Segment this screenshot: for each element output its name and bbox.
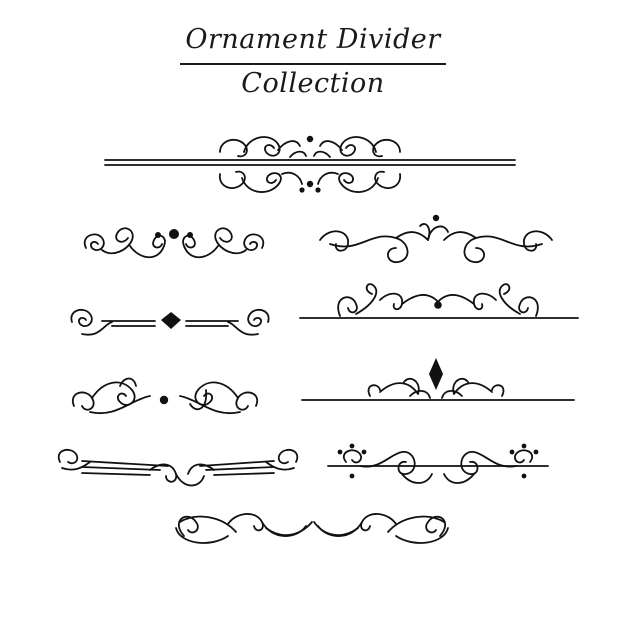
ornament-divider-5 xyxy=(299,283,579,319)
ornament-divider-1 xyxy=(104,135,516,193)
ornament-divider-7 xyxy=(301,358,575,401)
ornament-divider-10 xyxy=(175,513,449,544)
ornament-divider-2 xyxy=(83,227,265,259)
title-block: Ornament Divider Collection xyxy=(0,0,626,110)
title-line-2: Collection xyxy=(241,68,385,99)
title-rule xyxy=(180,63,446,65)
ornament-divider-8 xyxy=(57,448,299,487)
ornament-divider-6 xyxy=(71,377,259,415)
title-line-1: Ornament Divider xyxy=(185,24,441,55)
ornament-divider-9 xyxy=(327,443,549,484)
ornament-divider-3 xyxy=(319,214,553,263)
ornament-divider-4 xyxy=(70,308,270,336)
